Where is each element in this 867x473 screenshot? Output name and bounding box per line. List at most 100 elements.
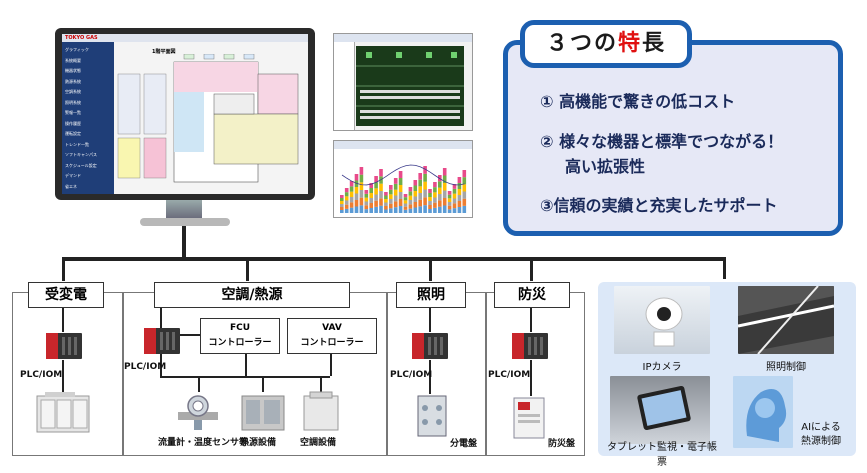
chart-bar-segment: [374, 188, 378, 195]
drop-lighting: [429, 257, 432, 281]
label-distribution: 分電盤: [450, 439, 478, 449]
chart-bar-segment: [408, 191, 413, 196]
chart-bar-segment: [403, 209, 408, 213]
chart-bar-segment: [364, 190, 369, 194]
chart-bar-segment: [379, 191, 383, 199]
chart-bar-segment: [374, 194, 378, 201]
chart-bar-segment: [369, 193, 373, 198]
ai-caption-line1: AIによる: [801, 422, 841, 433]
chart-bar-segment: [433, 207, 437, 213]
label-heat-equipment: 熱源設備: [240, 438, 277, 448]
chart-bar-segment: [340, 201, 344, 204]
chart-bar-segment: [389, 194, 393, 199]
label-fire-panel: 防災盤: [548, 439, 576, 449]
chart-bar-segment: [374, 206, 378, 213]
monitoring-screenshot-chart: [333, 140, 473, 218]
chart-bar-segment: [344, 200, 349, 205]
chart-bar-segment: [344, 188, 349, 193]
chart-bar-segment: [423, 197, 427, 206]
drop-power: [62, 257, 65, 281]
drop-lighting-plc: [429, 308, 431, 332]
category-lighting: 照明: [396, 282, 466, 308]
chart-bar-segment: [452, 198, 457, 204]
chart-bar-segment: [423, 181, 427, 190]
lighting-control-caption: 照明制御: [766, 362, 806, 373]
chart-bar-segment: [340, 195, 344, 198]
chart-bar-segment: [413, 207, 418, 213]
floor-plan: [117, 54, 299, 183]
chart-bar-segment: [447, 198, 452, 202]
chart-bar-segment: [349, 181, 354, 187]
chart-bar-segment: [433, 187, 437, 193]
chart-bar-segment: [393, 195, 398, 202]
chart-bar-segment: [438, 200, 442, 207]
chart-bar-segment: [447, 194, 452, 199]
chart-bar-segment: [452, 203, 457, 209]
chart-bar-segment: [447, 191, 452, 195]
chart-bar-segment: [423, 205, 427, 213]
chart-bar-segment: [447, 205, 452, 210]
plc-label-hvac: PLC/IOM: [124, 362, 167, 372]
chart-bar-segment: [369, 188, 373, 193]
chart-bar-segment: [359, 205, 364, 213]
screen-menu-item: トレンド一覧: [65, 141, 89, 147]
chart-bar-segment: [452, 193, 457, 199]
fcu-name: FCU: [229, 323, 251, 333]
tablet-photo: [610, 376, 710, 444]
chart-bar-segment: [379, 169, 383, 177]
ai-head-icon: [746, 389, 787, 442]
chart-bar-segment: [457, 195, 462, 201]
drop-disaster-plc: [530, 308, 532, 332]
chart-bar-segment: [442, 183, 447, 191]
chart-bar-segment: [447, 202, 452, 206]
feature-2: ② 様々な機器と標準でつながる！: [540, 132, 784, 151]
screen-menu-item: 空調系統: [65, 89, 81, 94]
chart-bar-segment: [433, 197, 437, 203]
screen-menu-item: ソフトキャンパス: [65, 152, 97, 157]
chart-bar-segment: [349, 191, 354, 197]
screen-menu-item: スケジュール設定: [65, 162, 97, 168]
chart-bar-segment: [369, 183, 373, 188]
brand-logo: TOKYO GAS: [65, 35, 98, 41]
plc-label-power: PLC/IOM: [20, 370, 63, 380]
drop-lighting-equip: [429, 360, 431, 394]
chart-bar-segment: [438, 181, 442, 188]
chart-bar-segment: [462, 184, 467, 192]
screen-menu-item: 系統概要: [65, 57, 81, 63]
chart-bar-segment: [354, 187, 359, 194]
chart-bar-segment: [428, 193, 432, 197]
chart-bar-segment: [359, 167, 364, 175]
chart-bar-segment: [349, 207, 354, 213]
chart-bar-segment: [354, 206, 359, 213]
tablet-icon: [637, 385, 691, 431]
chart-bar-segment: [374, 200, 378, 207]
chart-bar-segment: [462, 170, 467, 178]
monitor-stand-neck: [166, 200, 202, 220]
chart-bar-segment: [369, 203, 373, 208]
vav-sub: コントローラー: [300, 338, 364, 348]
feature-1: ① 高機能で驚きの低コスト: [540, 92, 736, 111]
chart-bar-segment: [349, 197, 354, 203]
chart-bar-segment: [438, 187, 442, 194]
network-bus: [62, 257, 726, 261]
screen-menu-item: 運転設定: [65, 131, 81, 136]
screen-menu-item: 省エネ: [65, 183, 77, 189]
chart-bar-segment: [442, 168, 447, 176]
drop-fcu: [245, 354, 247, 376]
chart-bar-segment: [462, 205, 467, 213]
chart-bar-segment: [374, 176, 378, 183]
chart-bar-segment: [344, 196, 349, 201]
chart-bar-segment: [457, 183, 462, 189]
screen-menu-item: デマンド: [65, 173, 81, 178]
chart-bar-segment: [413, 180, 418, 186]
chart-bar-segment: [408, 208, 413, 213]
chart-bar-segment: [340, 207, 344, 210]
chart-bar-segment: [408, 187, 413, 192]
chart-bar-segment: [452, 208, 457, 213]
chart-bar-segment: [457, 207, 462, 213]
chart-bar-segment: [433, 192, 437, 198]
chart-bar-segment: [433, 182, 437, 188]
screen-toolbar: [62, 34, 308, 42]
ip-camera-caption: IPカメラ: [642, 362, 682, 373]
